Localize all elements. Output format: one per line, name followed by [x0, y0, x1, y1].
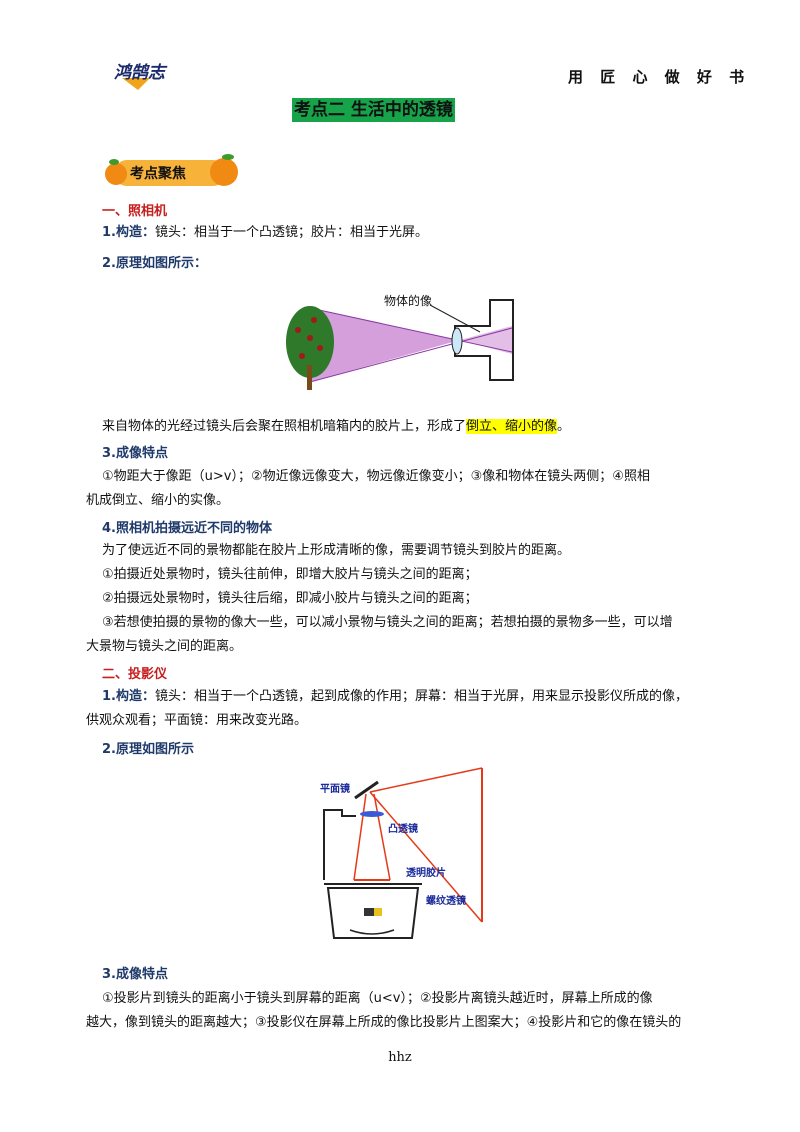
- camera-distance-heading: 4.照相机拍摄远近不同的物体: [102, 521, 272, 536]
- camera-distance-4b: 大景物与镜头之间的距离。: [86, 639, 243, 654]
- projector-structure: 1.构造：镜头：相当于一个凸透镜，起到成像的作用；屏幕：相当于光屏，用来显示投影…: [102, 688, 734, 706]
- projector-fresnel-label: 螺纹透镜: [426, 894, 466, 907]
- section-heading-projector: 二、投影仪: [102, 667, 168, 682]
- focus-label: 考点聚焦: [130, 166, 186, 182]
- header-motto: 用 匠 心 做 好 书: [568, 68, 751, 86]
- camera-description: 来自物体的光经过镜头后会聚在照相机暗箱内的胶片上，形成了倒立、缩小的像。: [102, 418, 734, 436]
- camera-distance-3: ②拍摄远处景物时，镜头往后缩，即减小胶片与镜头之间的距离；: [102, 591, 478, 606]
- projector-principle-label: 2.原理如图所示: [102, 742, 194, 757]
- page-footer: hhz: [388, 1050, 412, 1065]
- camera-distance-1: 为了使远近不同的景物都能在胶片上形成清晰的像，需要调节镜头到胶片的距离。: [102, 543, 571, 558]
- projector-feature-heading: 3.成像特点: [102, 967, 168, 982]
- camera-structure-label: 1.构造：: [102, 225, 155, 240]
- projector-structure-label: 1.构造：: [102, 689, 155, 704]
- camera-distance-2: ①拍摄近处景物时，镜头往前伸，即增大胶片与镜头之间的距离；: [102, 567, 478, 582]
- camera-desc-highlight: 倒立、缩小的像: [466, 419, 558, 434]
- section-heading-camera: 一、照相机: [102, 204, 168, 219]
- camera-feature-line1: ①物距大于像距（u>v）；②物近像远像变大，物远像近像变小；③像和物体在镜头两侧…: [102, 469, 650, 484]
- publisher-logo: 鸿鹄志: [114, 63, 168, 90]
- camera-diagram: 物体的像: [286, 293, 514, 390]
- projector-feature-line2: 越大，像到镜头的距离越大；③投影仪在屏幕上所成的像比投影片上图案大；④投影片和它…: [86, 1015, 682, 1030]
- camera-structure-text: 镜头：相当于一个凸透镜；胶片：相当于光屏。: [154, 225, 428, 240]
- focus-badge: [105, 154, 238, 186]
- camera-distance-4a: ③若想使拍摄的景物的像大一些，可以减小景物与镜头之间的距离；若想拍摄的景物多一些…: [102, 615, 673, 630]
- camera-desc-post: 。: [557, 419, 571, 434]
- projector-structure-text2: 供观众观看；平面镜：用来改变光路。: [86, 713, 308, 728]
- projector-film-label: 透明胶片: [406, 866, 446, 879]
- projector-structure-text1: 镜头：相当于一个凸透镜，起到成像的作用；屏幕：相当于光屏，用来显示投影仪所成的像…: [154, 689, 688, 704]
- camera-feature-line2: 机成倒立、缩小的实像。: [86, 493, 230, 508]
- projector-diagram: 平面镜 凸透镜 透明胶片 螺纹透镜: [320, 767, 483, 939]
- camera-feature-heading: 3.成像特点: [102, 446, 168, 461]
- projector-feature-line1: ①投影片到镜头的距离小于镜头到屏幕的距离（u<v）；②投影片离镜头越近时，屏幕上…: [102, 991, 653, 1006]
- camera-figure-label: 物体的像: [384, 293, 432, 308]
- camera-principle-label: 2.原理如图所示：: [102, 256, 207, 271]
- camera-desc-pre: 来自物体的光经过镜头后会聚在照相机暗箱内的胶片上，形成了: [102, 419, 467, 434]
- projector-mirror-label: 平面镜: [320, 782, 350, 795]
- camera-structure: 1.构造：镜头：相当于一个凸透镜；胶片：相当于光屏。: [102, 224, 428, 242]
- projector-lens-label: 凸透镜: [388, 822, 418, 835]
- page-title: 考点二 生活中的透镜: [292, 98, 455, 122]
- svg-text:鸿鹄志: 鸿鹄志: [114, 63, 168, 83]
